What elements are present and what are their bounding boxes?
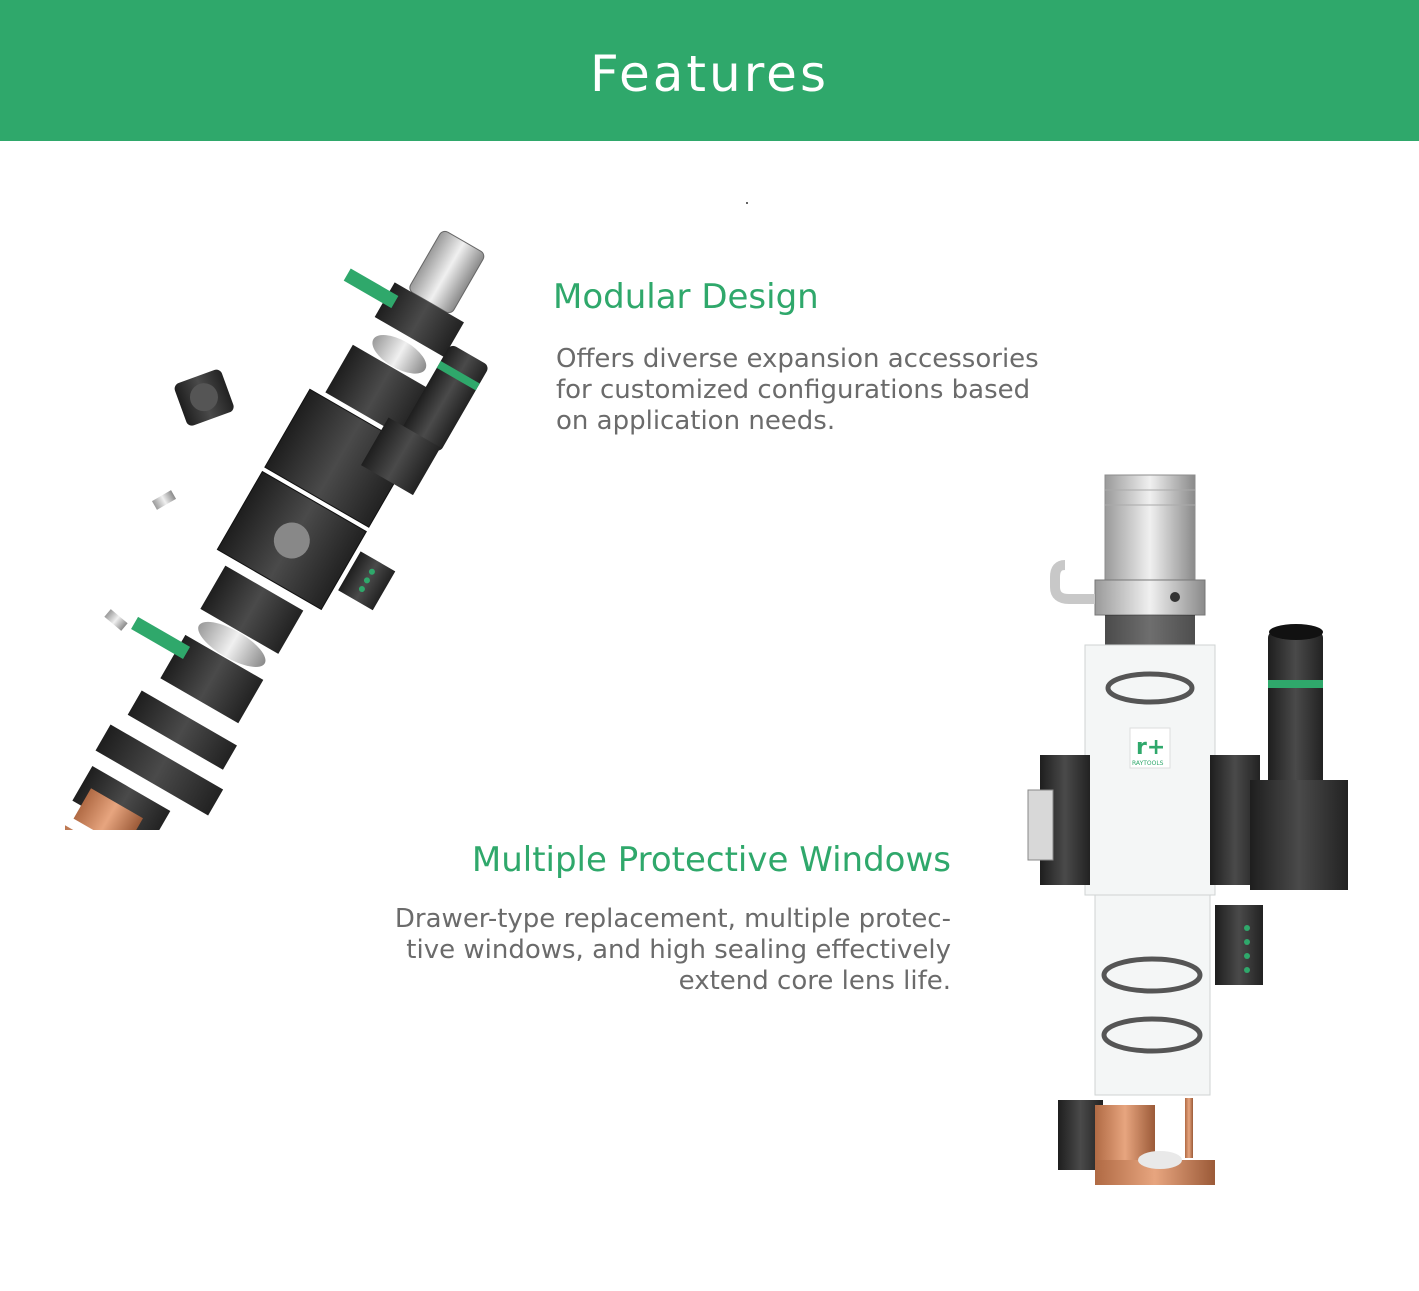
feature-title-modular-design: Modular Design	[553, 277, 819, 317]
features-header: Features	[0, 0, 1419, 141]
feature-description-protective-windows: Drawer-type replacement, multiple protec…	[394, 904, 951, 996]
decorative-dot	[746, 202, 748, 204]
feature-description-modular-design: Offers diverse expansion accessories for…	[556, 344, 1039, 436]
brand-logo-mark: r+	[1136, 735, 1165, 760]
feature-title-protective-windows: Multiple Protective Windows	[471, 840, 951, 880]
assembled-product-image: r+ RAYTOOLS	[1027, 474, 1348, 1185]
exploded-view-image	[65, 230, 488, 830]
brand-logo-text: RAYTOOLS	[1132, 760, 1164, 767]
page-title: Features	[590, 45, 829, 103]
